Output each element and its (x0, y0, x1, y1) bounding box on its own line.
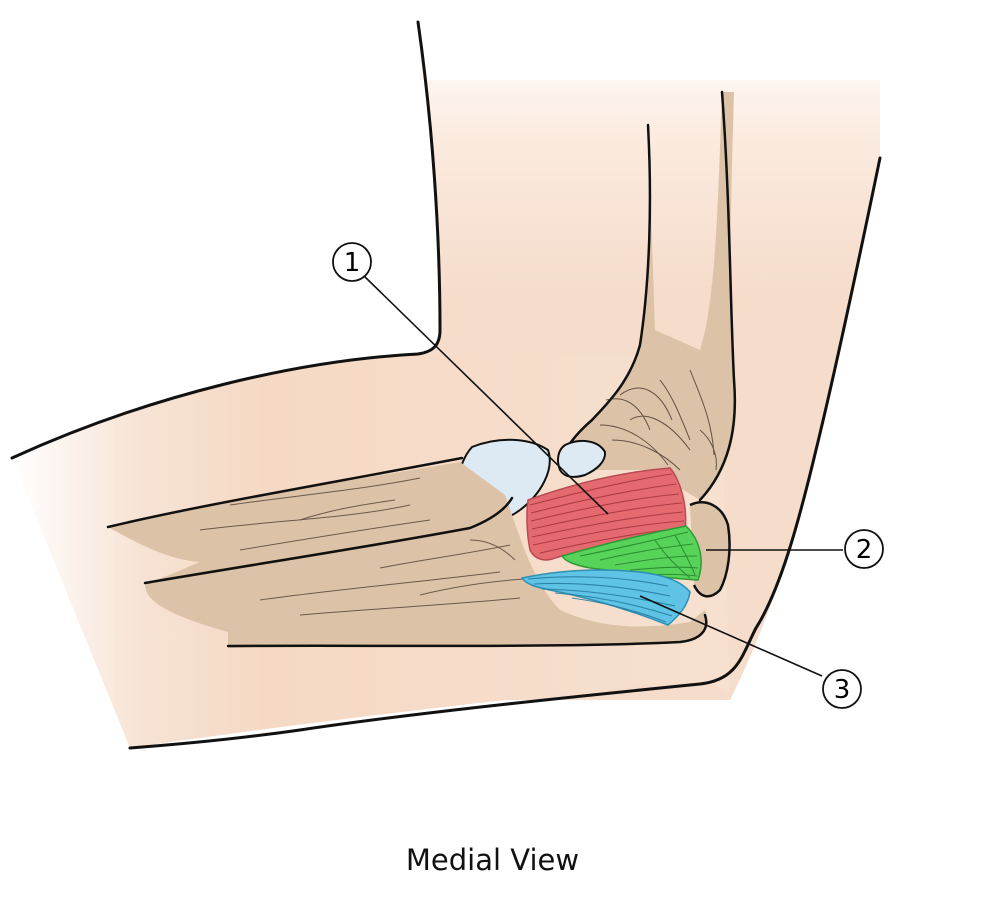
humerus-outline-right (698, 90, 737, 502)
humerus-outline-left (558, 123, 652, 464)
callout-3-leader (639, 595, 823, 677)
ulna-outline-middle (143, 496, 514, 585)
figure-caption: Medial View (405, 843, 580, 877)
callout-3-number: 3 (834, 675, 851, 705)
radius-ulna-body (108, 462, 708, 648)
callout-2-number: 2 (856, 535, 873, 565)
callout-leaders (362, 274, 843, 677)
upper-arm-outline-left (10, 20, 442, 460)
callout-2: 2 (844, 529, 884, 569)
callout-3-circle (822, 669, 862, 709)
humerus (558, 90, 737, 502)
forearm-sketch-lines (199, 477, 541, 616)
trochlea-cartilage (556, 439, 607, 478)
callout-1-number: 1 (344, 248, 361, 278)
ligament-3 (520, 569, 691, 626)
callout-1-circle (332, 242, 372, 282)
upper-arm-outline-right (128, 156, 882, 750)
callout-2-circle (844, 529, 884, 569)
humerus-shaft (560, 92, 737, 500)
ligament-1-fibers (529, 473, 685, 554)
callout-1-leader (362, 274, 609, 515)
ligament-2 (560, 525, 702, 581)
humerus-sketch-lines (599, 369, 717, 471)
ligament-2-fibers (579, 531, 699, 579)
ligament-3-fibers (527, 576, 676, 623)
ulna-outline-bottom (226, 613, 708, 648)
callout-3: 3 (822, 669, 862, 709)
callout-1: 1 (332, 242, 372, 282)
radius-outline-top (106, 456, 464, 529)
